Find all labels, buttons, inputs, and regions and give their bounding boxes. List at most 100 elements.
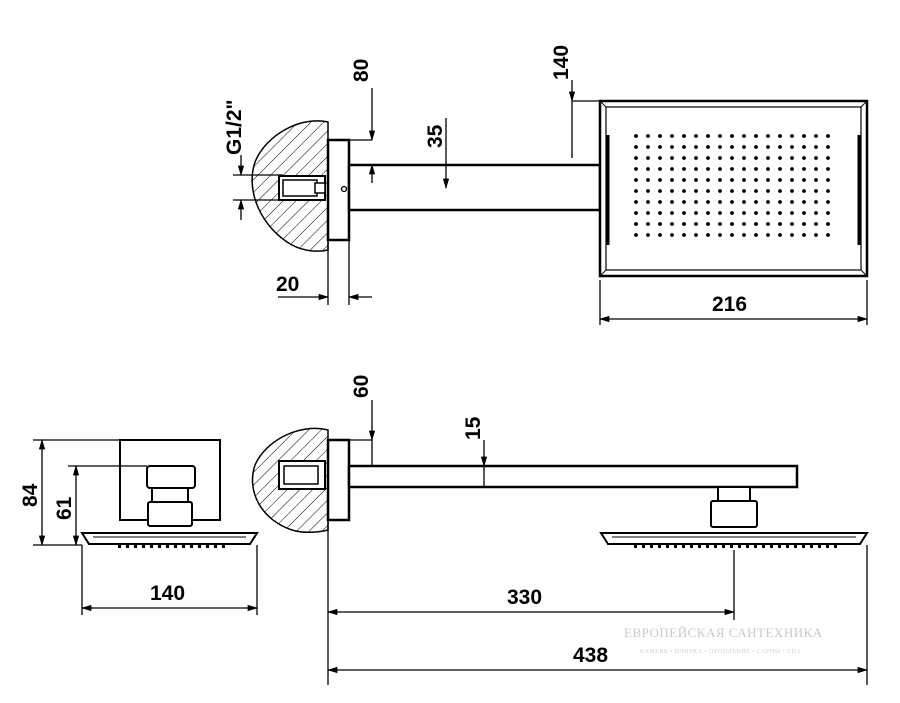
nozzle-dot [694, 189, 698, 193]
nozzle-dot [778, 233, 782, 237]
nozzle-dot [766, 167, 770, 171]
nozzle-tick [642, 544, 645, 548]
nozzle-dot [730, 145, 734, 149]
nozzle-dot [766, 211, 770, 215]
nozzle-dot [658, 134, 662, 138]
nozzle-tick [174, 544, 177, 548]
nozzle-tick [754, 544, 757, 548]
nozzle-dot [814, 211, 818, 215]
nozzle-dot [778, 145, 782, 149]
nozzle-tick [746, 544, 749, 548]
nozzle-dot [694, 233, 698, 237]
nozzle-tick [142, 544, 145, 548]
nozzle-dot [706, 222, 710, 226]
nozzle-dot [766, 145, 770, 149]
nozzle-dot [778, 189, 782, 193]
nozzle-dot [694, 222, 698, 226]
nozzle-tick [674, 544, 677, 548]
nozzle-dot [754, 222, 758, 226]
nozzle-tick [682, 544, 685, 548]
wall-flange-side [326, 438, 351, 522]
nozzle-dot [754, 145, 758, 149]
nozzle-grid [634, 134, 830, 237]
dim-arm-width-top: 35 [424, 118, 450, 190]
nozzle-dot [646, 178, 650, 182]
nozzle-dot [742, 167, 746, 171]
nozzle-dot [634, 189, 638, 193]
nozzle-dot [766, 222, 770, 226]
nozzle-dot [802, 134, 806, 138]
nozzle-dot [826, 145, 830, 149]
nozzle-dot [730, 189, 734, 193]
nozzle-dot [754, 189, 758, 193]
nozzle-dot [730, 134, 734, 138]
dim-head-offset-top: 140 [550, 45, 600, 158]
dim-label-60: 60 [350, 375, 373, 398]
dim-length-438: 438 [326, 545, 869, 685]
nozzle-dot [634, 233, 638, 237]
front-view [80, 439, 259, 548]
watermark: ЕВРОПЕЙСКАЯ САНТЕХНИКА КАМЕНЬ • ПЛИТКА •… [624, 625, 822, 655]
nozzle-tick [650, 544, 653, 548]
nozzle-dot [670, 200, 674, 204]
nozzle-dot [730, 156, 734, 160]
nozzle-dot [790, 222, 794, 226]
nozzle-dot [718, 233, 722, 237]
wall-connector-top [278, 175, 326, 201]
nozzle-dot [718, 189, 722, 193]
nozzle-tick [786, 544, 789, 548]
nozzle-dot [658, 211, 662, 215]
nozzle-dot [730, 167, 734, 171]
nozzle-dot [694, 178, 698, 182]
nozzle-tick [158, 544, 161, 548]
nozzle-dot [790, 145, 794, 149]
nozzle-dot [778, 222, 782, 226]
nozzle-row-side [634, 544, 837, 548]
nozzle-dot [814, 134, 818, 138]
dim-label-140-top: 140 [550, 45, 573, 80]
nozzle-dot [718, 167, 722, 171]
nozzle-tick [722, 544, 725, 548]
nozzle-tick [126, 544, 129, 548]
nozzle-dot [826, 134, 830, 138]
dim-label-84: 84 [19, 483, 42, 507]
dim-label-15: 15 [462, 416, 485, 440]
nozzle-dot [646, 167, 650, 171]
nozzle-dot [766, 189, 770, 193]
nozzle-tick [166, 544, 169, 548]
nozzle-dot [682, 178, 686, 182]
nozzle-dot [706, 145, 710, 149]
nozzle-dot [694, 200, 698, 204]
dim-label-80: 80 [350, 59, 373, 82]
nozzle-dot [826, 156, 830, 160]
nozzle-dot [682, 200, 686, 204]
nozzle-dot [814, 189, 818, 193]
nozzle-dot [742, 189, 746, 193]
nozzle-tick [810, 544, 813, 548]
nozzle-tick [730, 544, 733, 548]
nozzle-dot [694, 211, 698, 215]
swivel-neck-side [717, 486, 751, 502]
nozzle-dot [706, 178, 710, 182]
nozzle-dot [730, 178, 734, 182]
set-screw [340, 185, 348, 193]
nozzle-tick [794, 544, 797, 548]
nozzle-dot [634, 145, 638, 149]
nozzle-dot [766, 134, 770, 138]
nozzle-dot [766, 178, 770, 182]
nozzle-dot [778, 211, 782, 215]
nozzle-dot [658, 145, 662, 149]
nozzle-dot [802, 200, 806, 204]
nozzle-dot [634, 167, 638, 171]
nozzle-tick [762, 544, 765, 548]
nozzle-dot [706, 211, 710, 215]
nozzle-dot [670, 211, 674, 215]
nozzle-dot [718, 134, 722, 138]
nozzle-dot [814, 156, 818, 160]
nozzle-dot [826, 167, 830, 171]
nozzle-dot [718, 200, 722, 204]
nozzle-dot [706, 156, 710, 160]
nozzle-dot [802, 178, 806, 182]
nozzle-dot [778, 178, 782, 182]
nozzle-dot [634, 222, 638, 226]
